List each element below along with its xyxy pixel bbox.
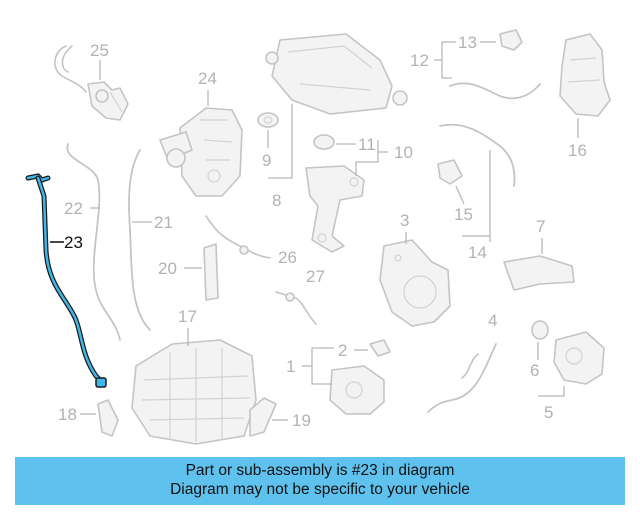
part-12 (449, 82, 541, 100)
label-19: 19 (292, 411, 311, 430)
leader-10 (355, 140, 388, 176)
label-22: 22 (64, 199, 83, 218)
part-24 (159, 107, 243, 197)
label-1: 1 (286, 357, 295, 376)
part-26 (205, 215, 271, 259)
label-4: 4 (488, 311, 497, 330)
part-18 (97, 399, 119, 437)
label-17: 17 (178, 307, 197, 326)
part-1 (329, 365, 385, 415)
leader-8 (268, 104, 293, 179)
part-5 (553, 331, 605, 385)
part-16 (559, 33, 611, 117)
label-24: 24 (198, 69, 217, 88)
label-5: 5 (544, 403, 553, 422)
leader-5 (538, 386, 565, 397)
part-17 (131, 339, 257, 445)
label-18: 18 (58, 405, 77, 424)
label-10: 10 (394, 143, 413, 162)
label-15: 15 (454, 205, 473, 224)
part-13 (499, 29, 523, 51)
label-25: 25 (90, 41, 109, 60)
part-15 (437, 159, 463, 185)
part-25 (54, 45, 129, 121)
label-16: 16 (568, 141, 587, 160)
label-13: 13 (458, 33, 477, 52)
label-21: 21 (154, 213, 173, 232)
part-4 (427, 343, 497, 413)
label-12: 12 (410, 51, 429, 70)
part-14 (439, 123, 516, 187)
part-23-highlighted (25, 173, 107, 388)
part-19 (249, 397, 277, 437)
label-6: 6 (530, 361, 539, 380)
label-3: 3 (400, 211, 409, 230)
label-14: 14 (468, 243, 487, 262)
label-7: 7 (536, 217, 545, 236)
label-9: 9 (262, 151, 271, 170)
part-10 (305, 165, 365, 253)
label-27: 27 (306, 267, 325, 286)
part-3 (379, 239, 451, 327)
label-2: 2 (338, 341, 347, 360)
part-2 (369, 339, 391, 357)
part-7 (503, 255, 575, 291)
label-23: 23 (64, 233, 83, 252)
part-6 (531, 320, 549, 340)
leader-12 (434, 41, 456, 79)
banner-line-2: Diagram may not be specific to your vehi… (170, 481, 470, 498)
leader-14 (462, 150, 491, 242)
part-27 (275, 291, 317, 325)
label-11: 11 (358, 135, 376, 154)
part-9 (257, 112, 279, 128)
part-20 (203, 243, 219, 301)
leader-15 (455, 185, 465, 205)
label-8: 8 (272, 191, 281, 210)
label-20: 20 (158, 259, 177, 278)
leader-1 (302, 347, 334, 385)
info-banner: Part or sub-assembly is #23 in diagram D… (15, 457, 625, 505)
label-26: 26 (278, 248, 297, 267)
banner-line-1: Part or sub-assembly is #23 in diagram (185, 462, 455, 479)
part-11 (313, 134, 335, 150)
part-21 (128, 149, 151, 331)
part-8 (265, 33, 408, 115)
part-22 (66, 143, 121, 341)
